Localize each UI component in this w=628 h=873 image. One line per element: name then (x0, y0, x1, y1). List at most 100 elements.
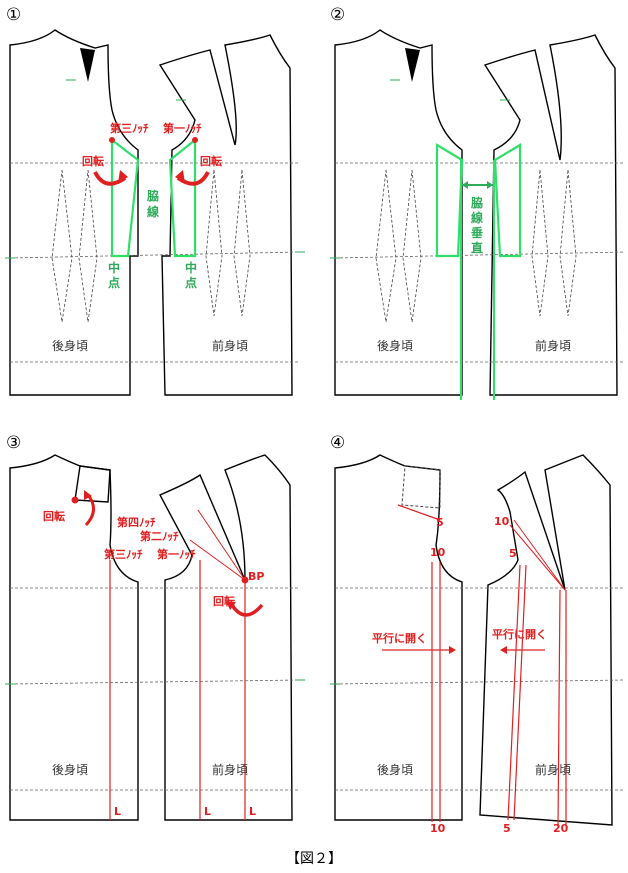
front-measure-20: 20 (553, 822, 569, 835)
side-line-label: 脇 線 (147, 188, 159, 219)
midpoint-label-front: 中 点 (185, 260, 197, 290)
front-bodice-outline (158, 34, 293, 396)
rotate-label-back: 回転 (82, 154, 104, 168)
back-waist-dart-2 (402, 169, 422, 323)
rotate-arrowhead-front (175, 170, 185, 183)
open-parallel-label-back: 平行に開く (372, 631, 427, 645)
svg-text:脇: 脇 (471, 195, 483, 210)
back-dart (405, 48, 420, 82)
right-angle-mark-front-1: L (204, 805, 211, 818)
rotate-arrow-front (230, 603, 264, 617)
notch-1-label: 第一ﾉｯﾁ (157, 547, 196, 561)
spacing-arrowhead-right (487, 181, 493, 189)
back-bodice-outline (334, 29, 463, 396)
front-red-line-3 (557, 589, 561, 826)
front-measure-5-bottom: 5 (503, 822, 511, 835)
back-bodice-label: 後身頃 (377, 338, 413, 353)
front-open-line-1 (509, 524, 566, 591)
waist-line (9, 251, 301, 259)
front-waist-dart-2 (559, 169, 577, 317)
rotate-arrowhead-front (226, 601, 236, 610)
back-waist-dart-1 (375, 169, 397, 323)
front-open-line-2 (513, 519, 566, 591)
svg-text:中: 中 (185, 260, 197, 275)
back-shoulder-piece (401, 465, 441, 509)
midpoint-label-back: 中 点 (108, 260, 120, 290)
back-measure-10-top: 10 (430, 546, 446, 559)
back-waist-dart-1 (51, 169, 73, 323)
waist-line (334, 679, 626, 685)
front-bodice-label: 前身頃 (535, 762, 571, 777)
svg-text:直: 直 (471, 240, 483, 255)
guide-ticks (5, 79, 510, 685)
rotate-arrowhead-back (118, 170, 128, 183)
back-open-line (397, 504, 441, 521)
back-bodice-label: 後身頃 (377, 762, 413, 777)
back-shoulder-piece (74, 465, 111, 503)
side-vertical-label: 脇 線 垂 直 (471, 195, 483, 255)
front-side-line (493, 143, 522, 258)
notch-guide-1 (189, 539, 246, 581)
spacing-arrowhead-left (462, 181, 468, 189)
svg-text:点: 点 (108, 275, 120, 290)
back-measure-5: 5 (436, 516, 444, 529)
notch-2-label: 第二ﾉｯﾁ (140, 529, 179, 543)
svg-text:点: 点 (185, 275, 197, 290)
bp-label: BP (248, 570, 264, 583)
rotate-arrow-back (84, 494, 95, 527)
notch-1-label: 第一ﾉｯﾁ (163, 121, 202, 135)
panel-1: ① 第三ﾉｯﾁ 第一ﾉｯﾁ 回転 回転 脇 線 中 点 (6, 5, 301, 396)
front-red-line-2 (513, 564, 527, 821)
open-arrowhead-front (500, 646, 507, 654)
rotate-point-back (71, 496, 79, 504)
notch-3-point (109, 137, 115, 143)
back-bodice-outline (9, 29, 139, 396)
open-arrowhead-back (449, 646, 456, 654)
back-side-line (435, 143, 464, 258)
figure-caption: 【図２】 (286, 851, 342, 867)
back-dart (80, 48, 95, 82)
panel-number: ④ (330, 433, 345, 453)
front-bodice-outline (479, 454, 613, 826)
front-bodice-outline (483, 34, 618, 396)
rotate-arrowhead-back (84, 490, 92, 500)
right-angle-mark-front-2: L (249, 805, 256, 818)
back-measure-10-bottom: 10 (430, 822, 446, 835)
panel-number: ① (6, 5, 21, 25)
back-waist-dart-2 (78, 169, 98, 323)
panel-number: ② (330, 5, 345, 25)
back-bodice-label: 後身頃 (52, 338, 88, 353)
panel-number: ③ (6, 433, 21, 453)
front-red-line-1 (507, 564, 521, 821)
side-line-char-2: 線 (147, 204, 159, 219)
panel-4: ④ 5 10 10 10 5 5 20 平行に開く 平行に開く 後身頃 前身頃 (330, 433, 626, 835)
rotate-label-back: 回転 (43, 509, 65, 523)
notch-1-point (192, 137, 198, 143)
front-measure-5-top: 5 (509, 547, 517, 560)
front-measure-10: 10 (494, 515, 510, 528)
svg-text:線: 線 (471, 210, 483, 225)
right-angle-mark-back: L (114, 805, 121, 818)
panel-2: ② 脇 線 垂 直 後身頃 前身頃 (330, 5, 626, 400)
front-side-line (168, 137, 197, 258)
bp-point (241, 576, 249, 584)
front-waist-dart-2 (233, 169, 251, 317)
back-bodice-label: 後身頃 (52, 762, 88, 777)
notch-4-label: 第四ﾉｯﾁ (117, 515, 156, 529)
back-side-line (110, 137, 140, 258)
side-line-char-1: 脇 (147, 188, 159, 203)
front-waist-dart-1 (531, 169, 549, 317)
front-bodice-label: 前身頃 (535, 338, 571, 353)
waist-line (334, 251, 626, 259)
front-waist-dart-1 (205, 169, 223, 317)
notch-guide-2 (197, 509, 246, 581)
svg-text:中: 中 (108, 260, 120, 275)
open-parallel-label-front: 平行に開く (492, 627, 547, 641)
svg-text:垂: 垂 (471, 225, 483, 240)
front-bodice-label: 前身頃 (212, 762, 248, 777)
rotate-label-front: 回転 (200, 154, 222, 168)
front-bodice-outline (159, 454, 293, 821)
front-bodice-label: 前身頃 (212, 338, 248, 353)
notch-3-label: 第三ﾉｯﾁ (104, 547, 143, 561)
